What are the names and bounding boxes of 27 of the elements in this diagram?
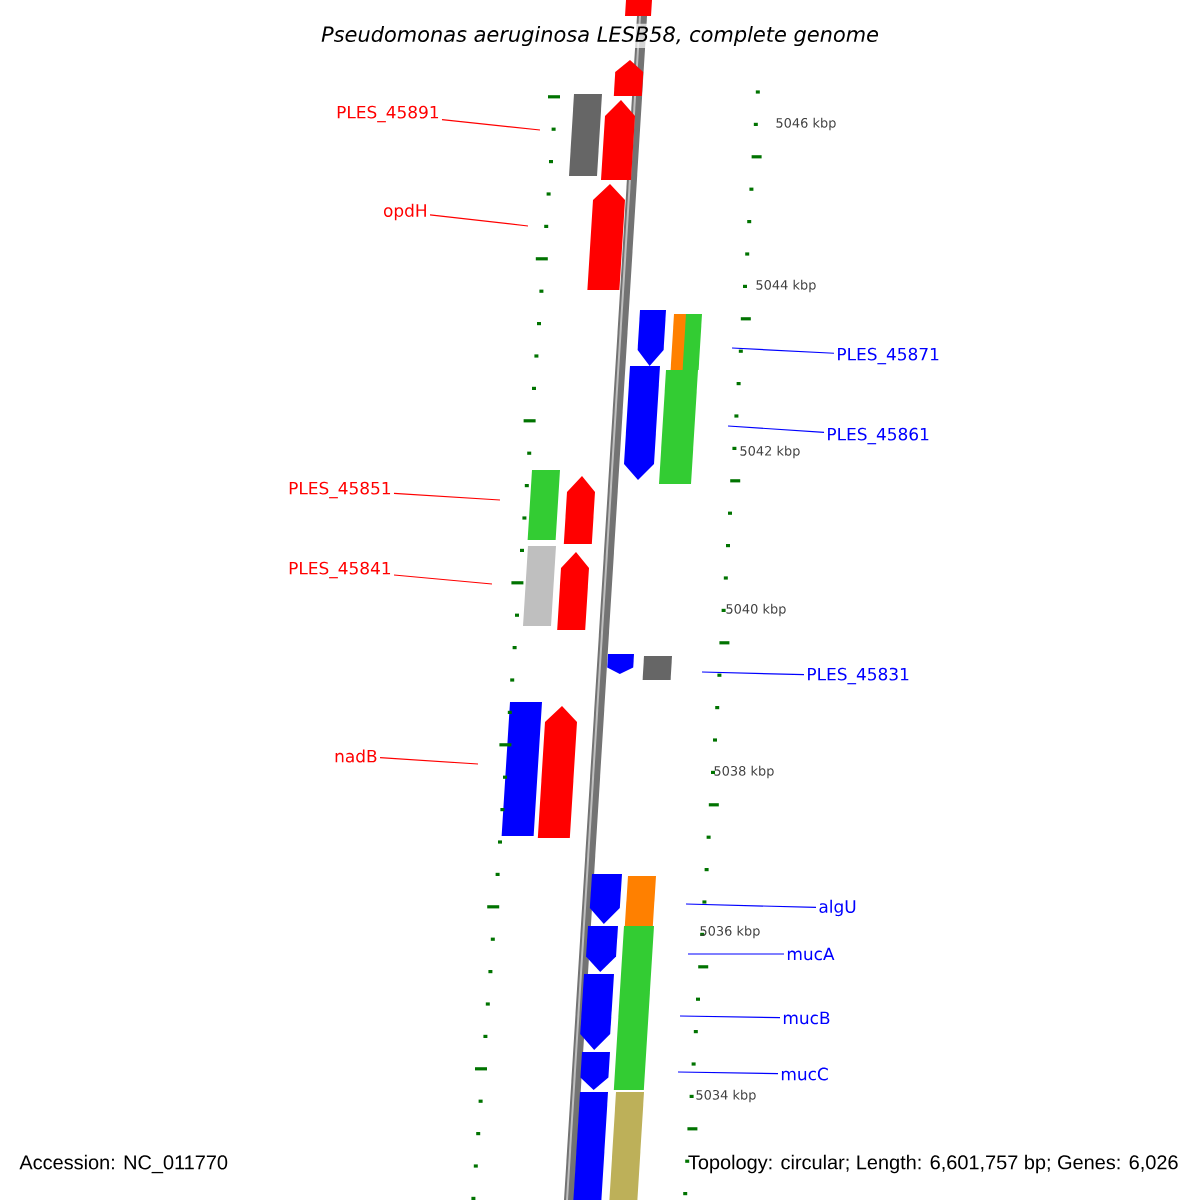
leader-line bbox=[731, 347, 835, 354]
leader-line bbox=[701, 671, 805, 676]
leader-line bbox=[687, 953, 785, 955]
gene-label: mucC bbox=[781, 1067, 828, 1081]
gene-label: PLES_45871 bbox=[838, 347, 939, 365]
leader-line bbox=[727, 425, 825, 433]
gene-label: PLES_45831 bbox=[808, 667, 909, 685]
leader-line bbox=[393, 574, 493, 585]
leader-line bbox=[379, 757, 479, 765]
gene-label: PLES_45841 bbox=[289, 561, 391, 579]
gene-label: nadB bbox=[335, 749, 377, 763]
gene-label: mucA bbox=[787, 947, 835, 961]
gene-label: PLES_45851 bbox=[289, 481, 391, 499]
leader-line bbox=[677, 1071, 779, 1075]
gene-label: PLES_45861 bbox=[828, 427, 929, 445]
leader-line bbox=[679, 1015, 781, 1019]
gene-label: algU bbox=[819, 899, 856, 917]
leader-line bbox=[393, 492, 501, 501]
leader-line bbox=[429, 214, 529, 227]
leader-line bbox=[685, 903, 817, 909]
genome-summary-text: Topology: circular; Length: 6,601,757 bp; Genes: 6,026 bbox=[688, 1154, 1178, 1174]
gene-label: mucB bbox=[783, 1011, 830, 1025]
leader-line bbox=[441, 119, 541, 131]
title: Pseudomonas aeruginosa LESB58, complete genome bbox=[319, 23, 881, 49]
gene-label: PLES_45891 bbox=[337, 105, 439, 123]
accession-text: Accession: NC_011770 bbox=[19, 1154, 228, 1174]
gene-label: opdH bbox=[383, 203, 426, 221]
